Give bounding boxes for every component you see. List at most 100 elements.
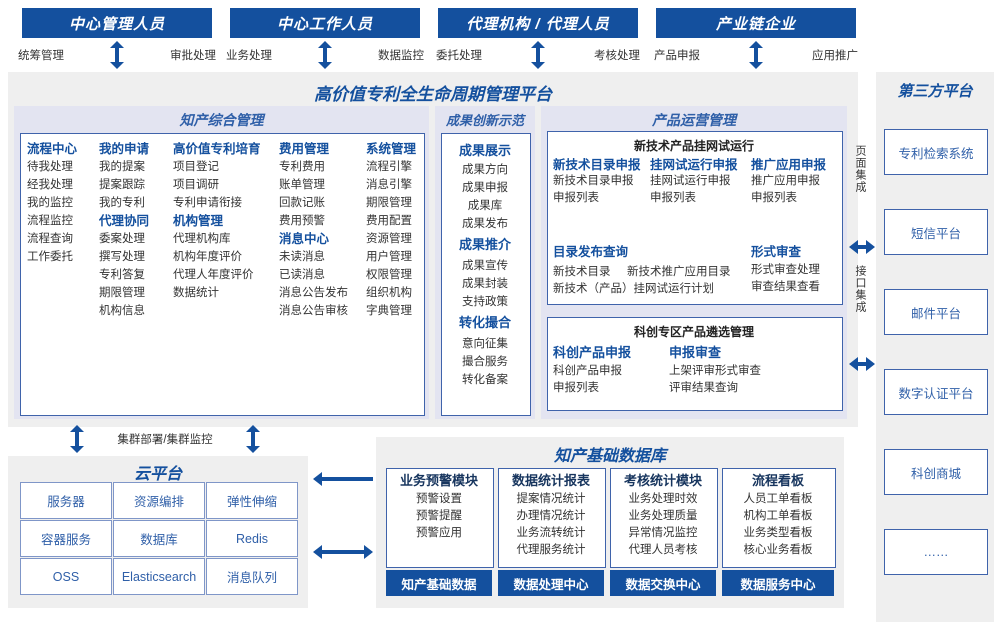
col-item[interactable]: 挂网试运行申报 [650,175,731,187]
col-item[interactable]: 申报列表 [553,192,599,204]
third-party-item-3[interactable]: 数字认证平台 [884,369,988,415]
col-item[interactable]: 业务流转统计 [516,527,586,539]
col-item[interactable]: 转化备案 [462,374,508,386]
col-item[interactable]: 我的提案 [99,161,145,173]
col-item[interactable]: 专利答复 [99,269,145,281]
col-item[interactable]: 评审结果查询 [669,382,738,394]
col-item[interactable]: 回款记账 [279,197,325,209]
col-item[interactable]: 成果方向 [462,164,508,176]
col-item[interactable]: 意向征集 [462,338,508,350]
third-party-item-5[interactable]: …… [884,529,988,575]
col-item[interactable]: 成果宣传 [462,260,508,272]
col-item[interactable]: 推广应用申报 [751,175,820,187]
col-item[interactable]: 专利申请衔接 [173,197,242,209]
col-item[interactable]: 待我处理 [27,161,73,173]
third-party-item-0[interactable]: 专利检索系统 [884,129,988,175]
db-footer-3[interactable]: 数据服务中心 [722,570,834,596]
col-item[interactable]: 消息引擎 [366,179,412,191]
col-item[interactable]: 字典管理 [366,305,412,317]
col-item[interactable]: 委案处理 [99,233,145,245]
col-item[interactable]: 项目登记 [173,161,219,173]
col-item[interactable]: 申报列表 [751,192,797,204]
cloud-item-4[interactable]: 数据库 [113,520,205,557]
col-item[interactable]: 业务类型看板 [743,527,813,539]
col-item[interactable]: 数据统计 [173,287,219,299]
col-item[interactable]: 流程引擎 [366,161,412,173]
col-item[interactable]: 消息公告审核 [279,305,348,317]
col-item[interactable]: 费用预警 [279,215,325,227]
cloud-item-3[interactable]: 容器服务 [20,520,112,557]
col-item[interactable]: 申报列表 [650,192,696,204]
col-item[interactable]: 形式审查处理 [751,264,820,276]
col-item[interactable]: 撰写处理 [99,251,145,263]
col-item[interactable]: 经我处理 [27,179,73,191]
col-item[interactable]: 预警应用 [416,527,462,539]
col-item[interactable]: 代理服务统计 [516,544,586,556]
col-item[interactable]: 代理人年度评价 [173,269,254,281]
col-item[interactable]: 异常情况监控 [628,527,698,539]
col-item[interactable]: 权限管理 [366,269,412,281]
col-item[interactable]: 提案情况统计 [516,493,586,505]
col-item[interactable]: 办理情况统计 [516,510,586,522]
col-item[interactable]: 新技术推广应用目录 [626,266,731,278]
db-footer-0[interactable]: 知产基础数据 [386,570,492,596]
col-item[interactable]: 项目调研 [173,179,219,191]
col-item[interactable]: 审查结果查看 [751,281,820,293]
col-item[interactable]: 撮合服务 [462,356,508,368]
col-item[interactable]: 人员工单看板 [743,493,813,505]
col-item[interactable]: 成果封装 [462,278,508,290]
item-label: 容器服务 [40,533,91,547]
col-item[interactable]: 工作委托 [27,251,73,263]
col-item[interactable]: 支持政策 [462,296,508,308]
col-item[interactable]: 提案跟踪 [99,179,145,191]
third-party-item-4[interactable]: 科创商城 [884,449,988,495]
col-item[interactable]: 新技术目录 [553,266,611,278]
cloud-item-1[interactable]: 资源编排 [113,482,205,519]
col-item[interactable]: 核心业务看板 [743,544,813,556]
col-item[interactable]: 新技术目录申报 [553,175,634,187]
cloud-item-5[interactable]: Redis [206,520,298,557]
cloud-item-2[interactable]: 弹性伸缩 [206,482,298,519]
col-item[interactable]: 消息公告发布 [279,287,348,299]
col-item[interactable]: 账单管理 [279,179,325,191]
col-head: 高价值专利培育 [173,142,261,156]
col-item[interactable]: 代理人员考核 [628,544,698,556]
cloud-item-6[interactable]: OSS [20,558,112,595]
col-item[interactable]: 科创产品申报 [553,365,622,377]
col-item[interactable]: 用户管理 [366,251,412,263]
third-party-item-2[interactable]: 邮件平台 [884,289,988,335]
col-item[interactable]: 机构工单看板 [743,510,813,522]
col-item[interactable]: 成果发布 [462,218,508,230]
col-item[interactable]: 费用配置 [366,215,412,227]
db-footer-1[interactable]: 数据处理中心 [498,570,604,596]
col-item[interactable]: 流程查询 [27,233,73,245]
col-item[interactable]: 成果申报 [462,182,508,194]
col-item[interactable]: 代理机构库 [173,233,231,245]
col-item[interactable]: 未读消息 [279,251,325,263]
col-item[interactable]: 上架评审形式审查 [669,365,761,377]
col-item[interactable]: 新技术（产品）挂网试运行计划 [553,283,714,295]
col-item[interactable]: 我的监控 [27,197,73,209]
col-item[interactable]: 机构信息 [99,305,145,317]
col-item[interactable]: 预警提醒 [416,510,462,522]
col-item[interactable]: 业务处理质量 [628,510,698,522]
col-item[interactable]: 成果库 [467,200,503,212]
col-item[interactable]: 业务处理时效 [628,493,698,505]
cloud-item-0[interactable]: 服务器 [20,482,112,519]
cloud-item-8[interactable]: 消息队列 [206,558,298,595]
col-item[interactable]: 已读消息 [279,269,325,281]
col-item[interactable]: 资源管理 [366,233,412,245]
cloud-item-7[interactable]: Elasticsearch [113,558,205,595]
db-footer-2[interactable]: 数据交换中心 [610,570,716,596]
col-item[interactable]: 机构年度评价 [173,251,242,263]
col-item[interactable]: 我的专利 [99,197,145,209]
col-item[interactable]: 组织机构 [366,287,412,299]
col-item[interactable]: 预警设置 [416,493,462,505]
col-item[interactable]: 期限管理 [99,287,145,299]
third-party-item-1[interactable]: 短信平台 [884,209,988,255]
col-item[interactable]: 流程监控 [27,215,73,227]
col-item[interactable]: 申报列表 [553,382,599,394]
col-head: 成果展示 [458,143,511,158]
col-item[interactable]: 期限管理 [366,197,412,209]
col-item[interactable]: 专利费用 [279,161,325,173]
